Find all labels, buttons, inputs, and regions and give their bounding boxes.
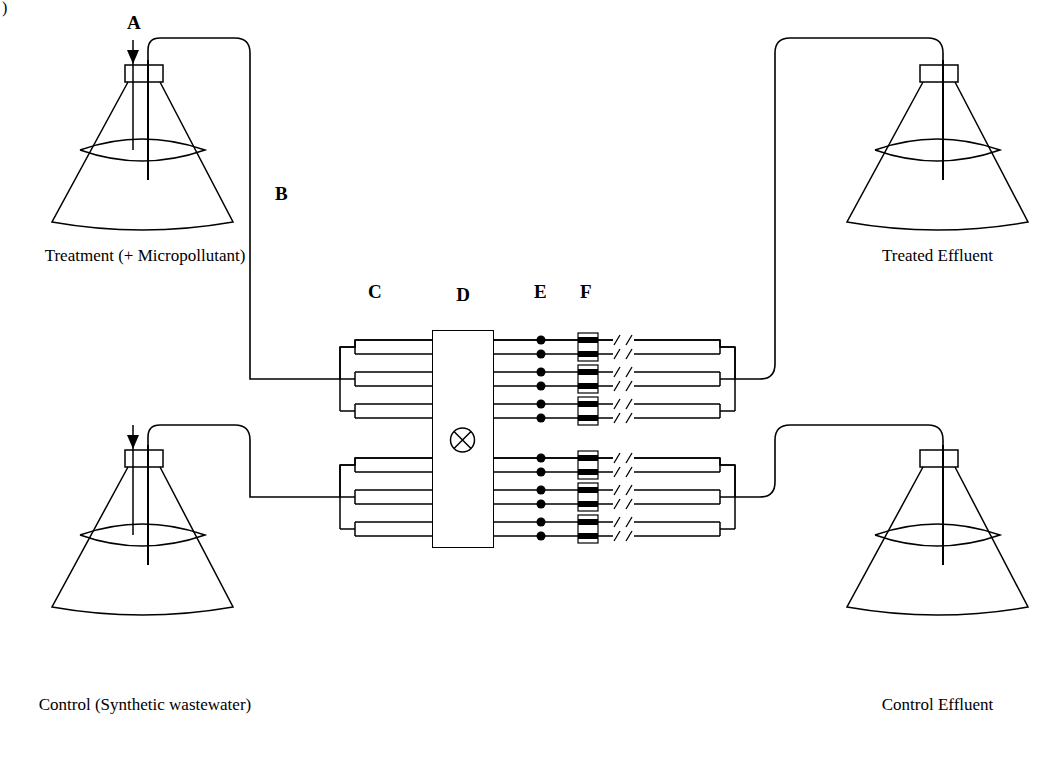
- part-letter: B: [275, 183, 288, 205]
- connector-dots: [537, 336, 546, 541]
- flask: Treated Effluent: [835, 60, 1040, 300]
- tubing: [494, 425, 943, 497]
- flask: Control Effluent: [835, 445, 1040, 745]
- part-letter: A: [127, 12, 141, 34]
- panel-letter-fragment: ): [2, 0, 7, 19]
- flask: Treatment (+ Micropollutant): [25, 60, 265, 300]
- part-letter: F: [580, 281, 592, 303]
- flask-label: Treatment (+ Micropollutant): [25, 246, 265, 266]
- flask-outline: [835, 60, 1040, 245]
- inlet-arrow: [127, 40, 139, 535]
- manifold-lines: [340, 340, 735, 536]
- flask-label: Control Effluent: [835, 695, 1040, 715]
- tubing: [494, 38, 943, 379]
- tube-break: [613, 333, 634, 543]
- pump-symbol: [433, 331, 492, 546]
- tubing: [148, 425, 432, 497]
- tube-clamps: [578, 333, 598, 543]
- flask-outline: [40, 445, 245, 630]
- tubing: [148, 38, 432, 379]
- part-letter: D: [433, 284, 493, 306]
- flask-outline: [40, 60, 245, 245]
- part-letter: E: [534, 281, 547, 303]
- pump-box: D: [432, 330, 494, 548]
- flask-outline: [835, 445, 1040, 630]
- flask-label: Control (Synthetic wastewater): [25, 695, 265, 715]
- flask-label: Treated Effluent: [835, 246, 1040, 266]
- part-letter: C: [368, 281, 382, 303]
- flask: Control (Synthetic wastewater): [25, 445, 265, 745]
